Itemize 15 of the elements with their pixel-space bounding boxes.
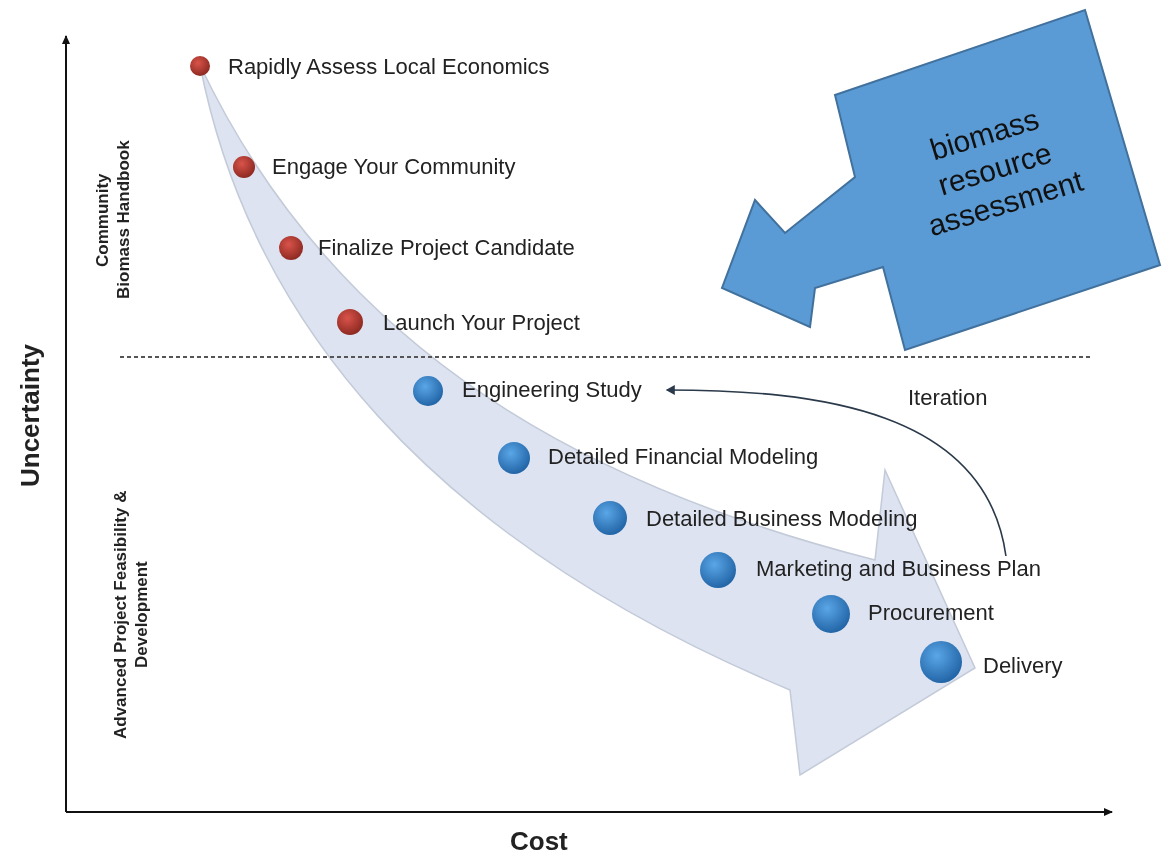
step-label: Engage Your Community	[272, 154, 516, 180]
step-label: Marketing and Business Plan	[756, 556, 1041, 582]
section-label: Advanced Project Feasibility & Development	[110, 489, 153, 742]
step-label: Procurement	[868, 600, 994, 626]
axis-title: Cost	[510, 826, 568, 857]
step-label: Finalize Project Candidate	[318, 235, 575, 261]
section-label: Community Biomass Handbook	[92, 140, 135, 300]
step-label: Rapidly Assess Local Economics	[228, 54, 550, 80]
step-label: Launch Your Project	[383, 310, 580, 336]
step-label: Engineering Study	[462, 377, 642, 403]
step-label: Detailed Financial Modeling	[548, 444, 819, 470]
arrow	[665, 385, 1007, 557]
axis-title: Uncertainty	[14, 342, 46, 489]
step-label: Detailed Business Modeling	[646, 506, 918, 532]
step-label: Delivery	[983, 653, 1063, 679]
